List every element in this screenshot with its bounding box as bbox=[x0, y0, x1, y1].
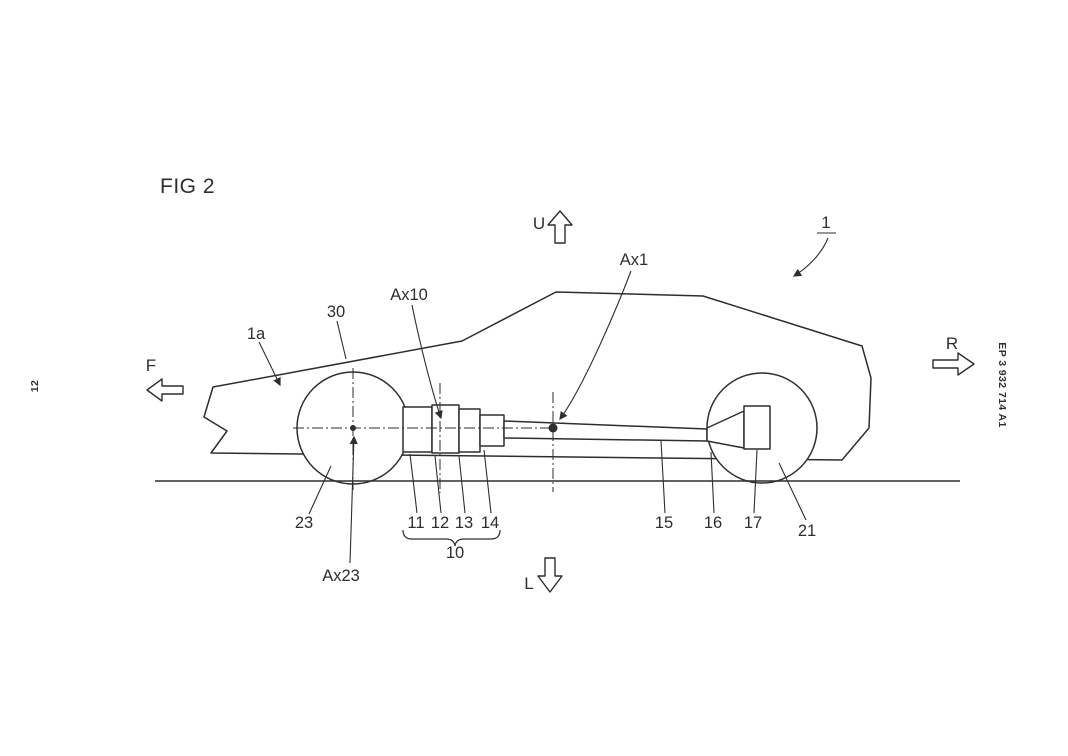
ref-label-15: 15 bbox=[655, 514, 673, 532]
leader-17 bbox=[753, 449, 758, 514]
direction-label-down: L bbox=[524, 574, 533, 593]
drive-component-14 bbox=[479, 414, 505, 447]
ref-label-30: 30 bbox=[327, 303, 345, 321]
down-arrow-icon bbox=[537, 557, 563, 593]
ref-label-1: 1 bbox=[821, 214, 830, 232]
drive-component-13 bbox=[458, 408, 481, 453]
leader-ax1 bbox=[559, 270, 632, 420]
ax1-center-dot bbox=[548, 423, 558, 433]
ref-label-23: 23 bbox=[295, 514, 313, 532]
leader-1 bbox=[792, 237, 829, 277]
direction-label-front: F bbox=[146, 356, 156, 375]
leader-23 bbox=[308, 465, 332, 515]
ref-label-14: 14 bbox=[481, 514, 499, 532]
figure-title: FIG 2 bbox=[160, 175, 215, 198]
leader-13 bbox=[458, 455, 466, 514]
ref-label-1a: 1a bbox=[247, 325, 266, 343]
leader-11 bbox=[409, 453, 418, 514]
ref-label-13: 13 bbox=[455, 514, 473, 532]
propeller-shaft bbox=[503, 420, 708, 442]
rear-arrow-icon bbox=[932, 352, 975, 376]
drive-component-11 bbox=[402, 406, 433, 453]
leader-1a bbox=[258, 341, 281, 387]
direction-label-rear: R bbox=[946, 334, 958, 353]
leader-ax23 bbox=[349, 435, 358, 564]
ref-label-21: 21 bbox=[798, 522, 816, 540]
leader-14 bbox=[483, 449, 492, 514]
leader-ax10 bbox=[411, 304, 443, 420]
right-margin-publication-number: EP 3 932 714 A1 bbox=[996, 342, 1008, 427]
leader-21 bbox=[778, 462, 807, 521]
leader-16 bbox=[710, 451, 715, 514]
ref-label-11: 11 bbox=[407, 514, 424, 532]
car-body-outline bbox=[203, 291, 872, 461]
leader-12 bbox=[434, 455, 442, 514]
up-arrow-icon bbox=[547, 210, 573, 244]
leader-30 bbox=[336, 320, 347, 360]
ref-label-ax23: Ax23 bbox=[322, 567, 360, 585]
ref-label-16: 16 bbox=[704, 514, 722, 532]
drive-component-12 bbox=[431, 404, 460, 454]
ref-label-ax1: Ax1 bbox=[620, 251, 648, 269]
ref-label-12: 12 bbox=[431, 514, 449, 532]
ref-label-10: 10 bbox=[446, 544, 464, 562]
rear-drive-unit bbox=[743, 405, 771, 450]
direction-label-up: U bbox=[533, 214, 545, 233]
brace-group-10 bbox=[402, 529, 501, 547]
front-arrow-icon bbox=[146, 378, 184, 402]
front-wheel-center-dot bbox=[350, 425, 356, 431]
leader-15 bbox=[660, 440, 666, 514]
left-margin-page-number: 12 bbox=[29, 380, 41, 392]
ref-label-17: 17 bbox=[744, 514, 762, 532]
ref-label-ax10: Ax10 bbox=[390, 286, 428, 304]
